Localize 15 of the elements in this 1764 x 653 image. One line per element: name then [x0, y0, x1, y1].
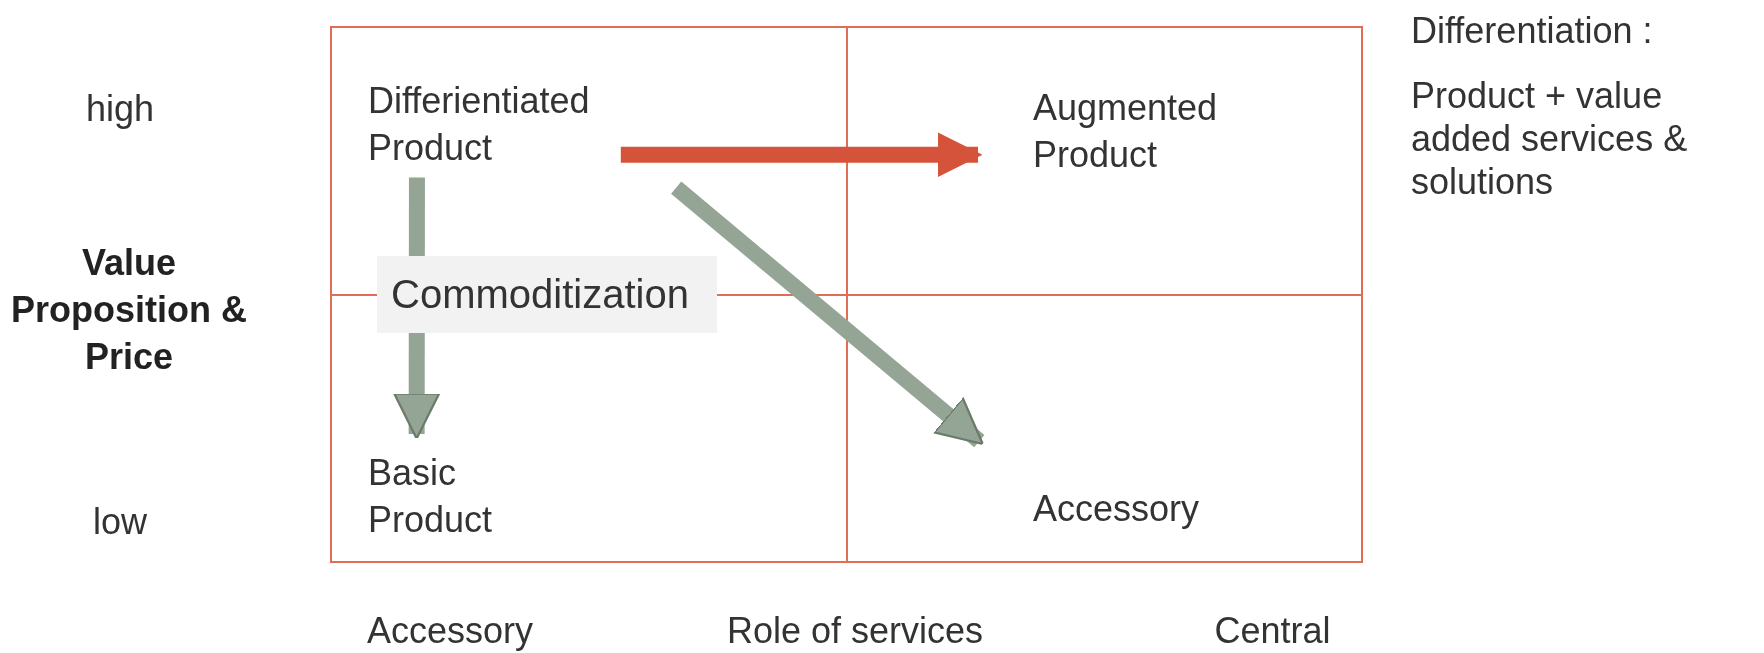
axis-level-label: Accessory: [365, 609, 534, 653]
axis-level-label: high: [84, 87, 156, 131]
side-note: Product + value added services & solutions: [1411, 74, 1689, 204]
axis-level-label: low: [92, 500, 148, 544]
side-heading: Differentiation :: [1411, 9, 1654, 53]
axis-title: Role of services: [725, 609, 985, 653]
quadrant-label: Differientiated Product: [368, 78, 708, 172]
axis-level-label: Central: [1213, 609, 1332, 653]
block-arrow: [671, 181, 985, 448]
quadrant-label: Accessory: [1033, 486, 1233, 533]
block-arrow: [620, 132, 983, 178]
quadrant-label: Basic Product: [368, 450, 548, 544]
edge-label: Commoditization: [377, 256, 717, 333]
quadrant-label: Augmented Product: [1033, 85, 1273, 179]
axis-title: Value Proposition & Price: [10, 241, 248, 379]
